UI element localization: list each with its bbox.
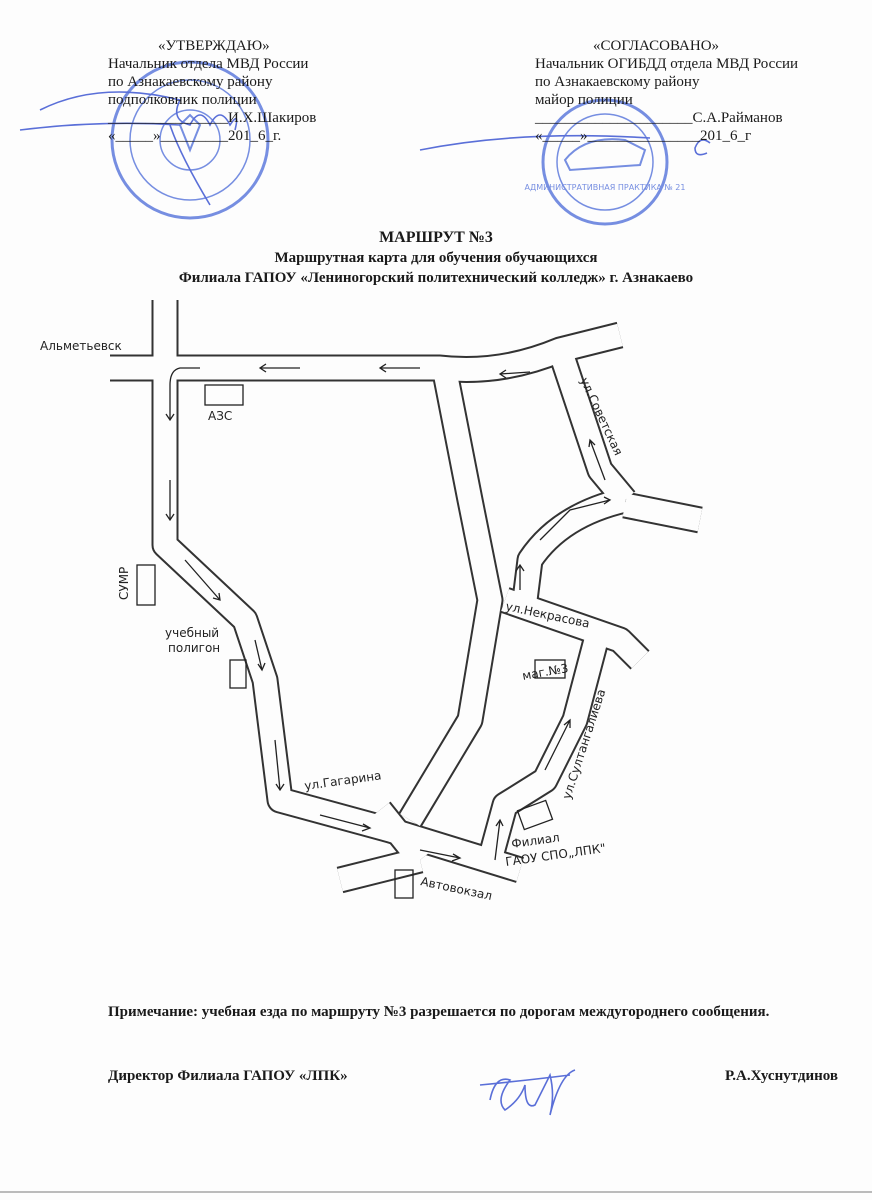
label-polygon: учебный	[165, 626, 219, 640]
label-sumr: СУМР	[117, 567, 131, 600]
arrow-icon	[184, 559, 221, 601]
director-line: Директор Филиала ГАПОУ «ЛПК» Р.А.Хуснутд…	[108, 1067, 838, 1086]
label-gagarina: ул.Гагарина	[303, 768, 382, 793]
agree-line: Начальник ОГИБДД отдела МВД России	[535, 56, 799, 72]
label-azs: АЗС	[208, 409, 232, 423]
shop-building	[534, 659, 566, 679]
approve-line: по Азнакаевскому району	[108, 74, 273, 90]
stamp-text: АДМИНИСТРАТИВНАЯ ПРАКТИКА № 21	[525, 183, 686, 192]
agree-block: «СОГЛАСОВАНО» Начальник ОГИБДД отдела МВ…	[535, 37, 798, 145]
agree-line: майор полиции	[535, 92, 633, 108]
arrow-icon	[254, 639, 266, 672]
signature-right	[419, 134, 711, 156]
approve-date: «_____»_________201_6_г.	[108, 128, 282, 144]
roads	[110, 300, 703, 894]
sumr-building	[136, 564, 156, 606]
arrow-icon	[319, 814, 372, 832]
label-bus-station: Автовокзал	[419, 874, 493, 903]
approve-block: «УТВЕРЖДАЮ» Начальник отдела МВД России …	[108, 37, 316, 145]
approve-line: подполковник полиции	[108, 92, 257, 108]
arrow-icon	[544, 718, 571, 771]
route-arrows	[165, 363, 612, 862]
arrow-icon	[539, 496, 612, 541]
director-position: Директор Филиала ГАПОУ «ЛПК»	[108, 1068, 348, 1084]
agree-signer: _____________________С.А.Райманов	[535, 110, 783, 126]
round-stamp-left	[110, 60, 270, 220]
arrow-icon	[258, 363, 300, 373]
label-college: Филиал	[510, 830, 560, 851]
note-text: Примечание: учебная езда по маршруту №3 …	[108, 1004, 770, 1020]
route-title: МАРШРУТ №3	[379, 229, 493, 246]
route-institution: Филиала ГАПОУ «Лениногорский политехниче…	[178, 270, 694, 286]
bus-station-building	[394, 869, 414, 899]
polygon-building	[229, 659, 247, 689]
arrow-icon	[588, 438, 606, 481]
approve-heading: «УТВЕРЖДАЮ»	[158, 38, 270, 54]
college-building	[516, 799, 554, 831]
label-polygon: полигон	[168, 641, 220, 655]
arrow-icon	[165, 367, 200, 422]
gas-station-building	[204, 384, 244, 406]
route-subtitle: Маршрутная карта для обучения обучающихс…	[274, 250, 598, 266]
arrow-icon	[498, 369, 531, 379]
approve-line: Начальник отдела МВД России	[108, 56, 309, 72]
round-stamp-right: АДМИНИСТРАТИВНАЯ ПРАКТИКА № 21	[525, 98, 686, 226]
label-almetyevsk: Альметьевск	[40, 339, 122, 353]
director-name: Р.А.Хуснутдинов	[725, 1068, 838, 1084]
agree-date: «_____»_______________201_6_г	[535, 128, 752, 144]
signature-left	[19, 91, 238, 206]
label-shop: маг.№3	[521, 661, 569, 683]
approve-signer: ________________И.Х.Шакиров	[108, 110, 317, 126]
arrow-icon	[419, 849, 462, 862]
arrow-icon	[515, 563, 525, 590]
arrow-icon	[165, 480, 175, 522]
signature-director	[479, 1069, 576, 1116]
arrow-icon	[494, 818, 504, 861]
arrow-icon	[274, 739, 285, 792]
arrow-icon	[378, 363, 420, 373]
agree-heading: «СОГЛАСОВАНО»	[593, 38, 720, 54]
buildings	[136, 384, 566, 899]
agree-line: по Азнакаевскому району	[535, 74, 700, 90]
